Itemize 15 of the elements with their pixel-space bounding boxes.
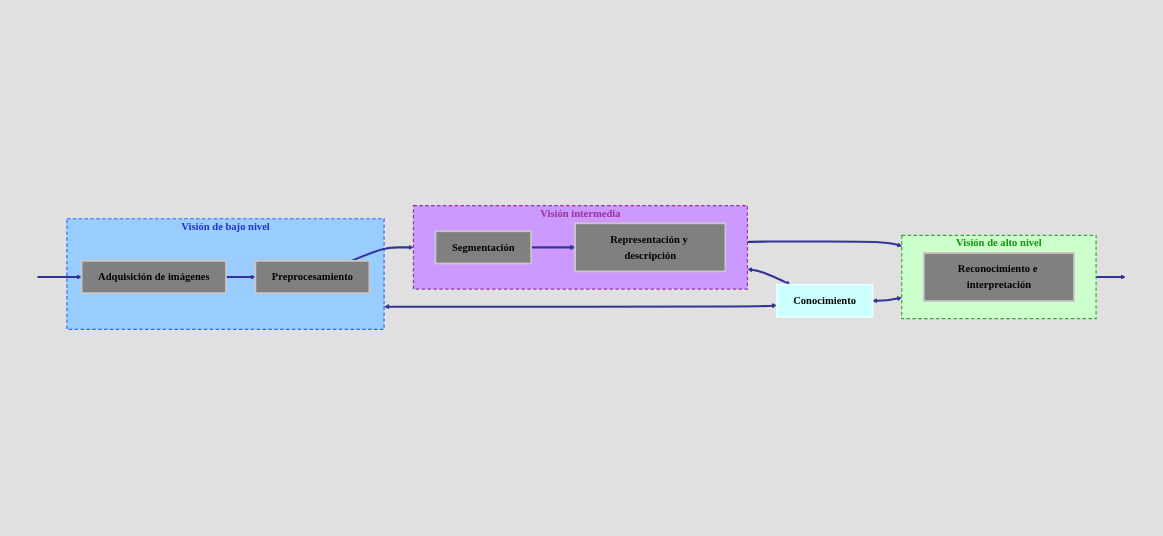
node-box: Representación y descripción [574,222,727,273]
node-box: Preprocesamiento [254,260,371,295]
node-box: Adquisición de imágenes [80,260,227,295]
arrow [384,303,777,310]
node-box: Segmentación [434,230,532,265]
arrow [1096,274,1126,281]
node-box: Conocimiento [775,284,874,319]
arrow [747,267,791,286]
arrow [37,274,82,281]
arrow [226,274,256,281]
arrow [747,240,902,248]
arrow [872,296,902,304]
arrow [351,245,414,263]
arrow [531,245,576,251]
node-box: Reconocimiento e interpretación [922,252,1075,303]
